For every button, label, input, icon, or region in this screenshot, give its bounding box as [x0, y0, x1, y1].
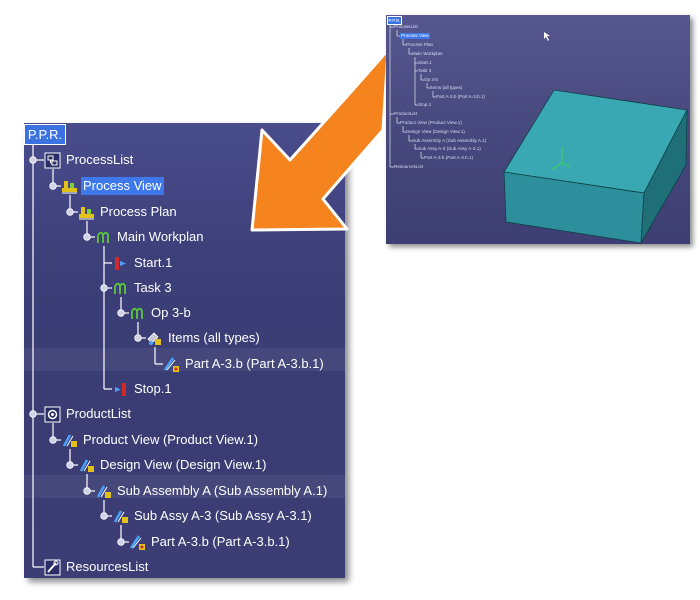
tree-node-main-workplan[interactable]: Main Workplan	[95, 227, 205, 247]
part-icon	[163, 356, 180, 373]
tree-node-task[interactable]: Task 3	[112, 278, 174, 298]
catia-thumbnail-view: P.P.R. ProcessList Process View Process …	[386, 15, 690, 244]
process-plan-icon	[78, 204, 95, 221]
thumb-node: Process Plan	[406, 42, 434, 47]
thumb-node: Part A-3.b (Part A-3.b.1)	[436, 94, 486, 99]
thumb-node: Product View (Product View.1)	[400, 120, 462, 125]
thumb-node: Main Workplan	[412, 51, 443, 56]
tree-node-label: ProductList	[66, 406, 132, 421]
tree-node-product-list[interactable]: ProductList	[44, 404, 133, 424]
tree-node-sub-assembly[interactable]: Sub Assembly A (Sub Assembly A.1)	[95, 481, 329, 501]
tree-node-label: Part A-3.b (Part A-3.b.1)	[185, 356, 324, 371]
thumb-root-node: P.P.R.	[387, 16, 402, 25]
tree-node-label: Design View (Design View.1)	[100, 457, 267, 472]
tree-node-label: Start.1	[134, 255, 173, 270]
tree-node-label: Product View (Product View.1)	[83, 432, 259, 447]
operation-icon	[129, 305, 146, 322]
process-list-icon	[44, 152, 61, 169]
tree-node-process-list[interactable]: ProcessList	[44, 150, 135, 170]
3d-box-model	[503, 89, 688, 244]
tree-node-op[interactable]: Op 3-b	[129, 303, 193, 323]
tree-node-part-product[interactable]: Part A-3.b (Part A-3.b.1)	[129, 532, 292, 552]
product-icon	[95, 483, 112, 500]
task-icon	[112, 280, 129, 297]
thumb-node: ProcessList	[394, 24, 418, 29]
thumb-node: ProductList	[394, 111, 417, 116]
tree-node-label: Items (all types)	[168, 330, 260, 345]
thumb-node: Op 3-b	[424, 77, 439, 82]
tree-node-design-view[interactable]: Design View (Design View.1)	[78, 455, 268, 475]
tree-node-label: Stop.1	[134, 381, 172, 396]
tree-node-label: Task 3	[134, 280, 172, 295]
tree-node-label: Main Workplan	[117, 229, 204, 244]
product-list-icon	[44, 406, 61, 423]
tree-node-process-plan[interactable]: Process Plan	[78, 202, 179, 222]
tree-node-stop[interactable]: Stop.1	[112, 379, 174, 399]
tree-node-label: Part A-3.b (Part A-3.b.1)	[151, 534, 290, 549]
tree-node-label: Sub Assembly A (Sub Assembly A.1)	[117, 483, 328, 498]
tree-node-items[interactable]: Items (all types)	[146, 328, 262, 348]
thumb-node: Process View	[400, 33, 430, 39]
start-icon	[112, 255, 129, 272]
product-icon	[61, 432, 78, 449]
tree-node-start[interactable]: Start.1	[112, 253, 174, 273]
mouse-cursor-icon	[544, 32, 550, 41]
tree-node-product-view[interactable]: Product View (Product View.1)	[61, 430, 260, 450]
tree-connector-lines	[29, 143, 163, 568]
tree-node-resources-list[interactable]: ResourcesList	[44, 557, 150, 577]
tree-node-label: Op 3-b	[151, 305, 191, 320]
product-icon	[112, 508, 129, 525]
thumb-node: Stop.1	[418, 102, 432, 107]
tree-node-label: ResourcesList	[66, 559, 149, 574]
resources-list-icon	[44, 559, 61, 576]
thumb-node: Items (all types)	[430, 85, 463, 90]
tree-node-process-view[interactable]: Process View	[61, 176, 164, 196]
workplan-icon	[95, 229, 112, 246]
thumbnail-graphics	[389, 23, 688, 244]
thumb-node: Part A-3.b (Part A-3.b.1)	[424, 155, 474, 160]
items-icon	[146, 330, 163, 347]
thumb-node: Sub Assy A-3 (Sub Assy A-3.1)	[418, 146, 481, 151]
thumb-node: Sub Assembly A (Sub Assembly A.1)	[412, 138, 487, 143]
tree-node-sub-assy[interactable]: Sub Assy A-3 (Sub Assy A-3.1)	[112, 506, 314, 526]
stop-icon	[112, 381, 129, 398]
tree-node-part-process[interactable]: Part A-3.b (Part A-3.b.1)	[163, 354, 326, 374]
tree-node-label: Process View	[81, 177, 164, 195]
tree-node-label: Sub Assy A-3 (Sub Assy A-3.1)	[134, 508, 312, 523]
thumb-node: ResourcesList	[394, 164, 424, 169]
process-view-icon	[61, 178, 78, 195]
tree-node-label: Process Plan	[100, 204, 177, 219]
ppr-root-node[interactable]: P.P.R.	[24, 124, 66, 145]
thumb-node: Task 3	[418, 68, 432, 73]
thumb-node: Design View (Design View.1)	[406, 129, 465, 134]
product-icon	[78, 457, 95, 474]
tree-node-label: ProcessList	[66, 152, 134, 167]
part-icon	[129, 534, 146, 551]
thumb-node: Start.1	[418, 60, 432, 65]
row-band	[24, 475, 345, 498]
